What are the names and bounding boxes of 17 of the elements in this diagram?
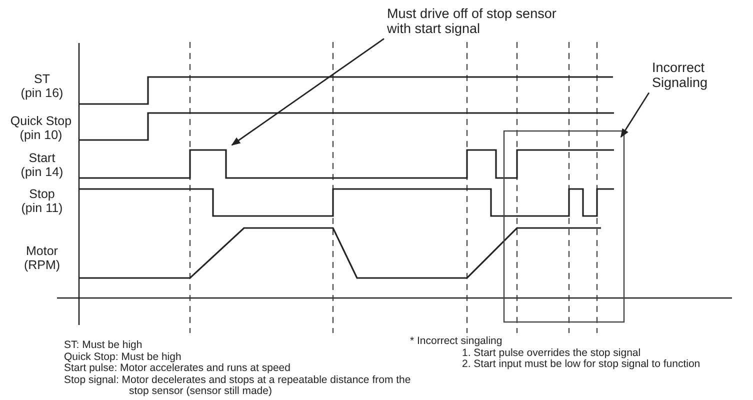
pointer-arrow	[620, 92, 650, 138]
note-text: Stop signal: Motor decelerates and stops at a repeatable distance from the stop sensor (sensor still made)	[64, 374, 412, 398]
signal-name: Quick Stop (pin 10)	[9, 115, 73, 142]
note-text: 1. Start pulse overrides the stop signal	[462, 348, 641, 358]
note-text: ST: Must be high	[64, 340, 144, 352]
signal-name: Motor (RPM)	[22, 245, 62, 272]
note-text: Quick Stop: Must be high	[64, 352, 182, 362]
note-text: * Incorrect singaling	[410, 336, 504, 348]
signal-name: Stop (pin 11)	[20, 188, 64, 216]
signal-name: ST (pin 16)	[20, 73, 64, 100]
pointer-arrow	[231, 38, 384, 146]
note-text: Start pulse: Motor accelerates and runs at speed	[64, 363, 292, 374]
callout-text: Must drive off of stop sensor with start signal	[387, 7, 583, 37]
note-text: 2. Start input must be low for stop signal to function	[462, 359, 702, 370]
callout-text: Incorrect Signaling	[652, 61, 732, 91]
highlight-frame	[503, 130, 625, 323]
signal-name: Start (pin 14)	[20, 152, 64, 180]
